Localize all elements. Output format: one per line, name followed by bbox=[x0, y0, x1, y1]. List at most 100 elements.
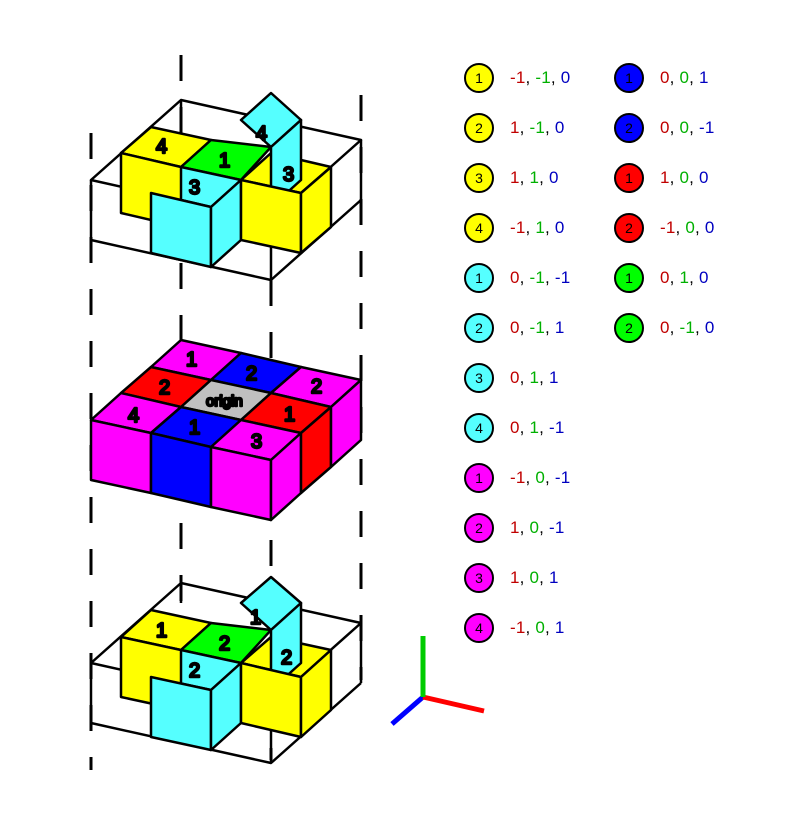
coord-x: -1 bbox=[660, 218, 676, 237]
legend-badge: 3 bbox=[464, 563, 494, 593]
coord-z: -1 bbox=[549, 518, 565, 537]
z-axis-line bbox=[390, 695, 425, 726]
bot-yellow-right-front bbox=[239, 661, 303, 739]
coord-x: 0 bbox=[660, 118, 670, 137]
mid-label-front-right: 1 bbox=[284, 404, 295, 426]
coord-z: 1 bbox=[554, 318, 565, 337]
mid-side-magenta-back bbox=[329, 378, 363, 469]
legend-badge: 1 bbox=[464, 463, 494, 493]
legend-item-green-2: 2 0, -1, 0 bbox=[614, 303, 715, 353]
legend-item-cyan-3: 3 0, 1, 1 bbox=[464, 353, 570, 403]
mid-front-blue bbox=[149, 431, 213, 509]
legend-badge: 2 bbox=[614, 213, 644, 243]
legend-item-magenta-3: 3 1, 0, 1 bbox=[464, 553, 570, 603]
coord-z: 0 bbox=[699, 168, 709, 187]
legend-item-red-2: 2 -1, 0, 0 bbox=[614, 203, 715, 253]
legend-badge: 3 bbox=[464, 163, 494, 193]
top-label-front-left: 3 bbox=[189, 177, 200, 199]
coord-y: 0 bbox=[529, 568, 540, 587]
coord-x: 0 bbox=[660, 68, 670, 87]
top-label-back-left: 4 bbox=[156, 136, 167, 158]
legend-coordinates: 1, 1, 0 bbox=[510, 168, 559, 187]
bot-label-front-right: 2 bbox=[281, 647, 292, 669]
coord-x: -1 bbox=[510, 68, 526, 87]
legend-column-2: 1 0, 0, 1 2 0, 0, -1 1 1, 0, 0 2 -1, 0, … bbox=[614, 53, 715, 353]
coord-z: 1 bbox=[699, 68, 709, 87]
legend-column-1: 1 -1, -1, 0 2 1, -1, 0 3 1, 1, 0 4 -1, 1… bbox=[464, 53, 570, 653]
bot-label-back-right: 1 bbox=[250, 607, 261, 629]
coord-y: -1 bbox=[535, 68, 551, 87]
legend-item-cyan-2: 2 0, -1, 1 bbox=[464, 303, 570, 353]
legend-item-magenta-1: 1 -1, 0, -1 bbox=[464, 453, 570, 503]
legend-coordinates: -1, 0, 1 bbox=[510, 618, 565, 637]
legend-item-magenta-2: 2 1, 0, -1 bbox=[464, 503, 570, 553]
coord-y: 0 bbox=[679, 118, 690, 137]
legend-coordinates: 0, 0, -1 bbox=[660, 118, 715, 137]
legend-coordinates: 0, 1, 0 bbox=[660, 268, 709, 287]
coord-y: 0 bbox=[529, 518, 540, 537]
legend-coordinates: 1, 0, -1 bbox=[510, 518, 565, 537]
legend-badge: 2 bbox=[464, 113, 494, 143]
legend-badge: 1 bbox=[614, 163, 644, 193]
coord-z: 0 bbox=[704, 318, 715, 337]
coord-x: 1 bbox=[660, 168, 670, 187]
mid-label-front-left: 4 bbox=[128, 405, 139, 427]
coord-z: -1 bbox=[699, 118, 715, 137]
legend-coordinates: -1, 0, 0 bbox=[660, 218, 715, 237]
coord-x: 1 bbox=[510, 168, 520, 187]
coord-x: 0 bbox=[510, 418, 520, 437]
mid-label-right-far: 2 bbox=[311, 376, 322, 398]
axes-gizmo bbox=[390, 636, 485, 726]
top-yellow-right-front bbox=[239, 178, 303, 255]
coord-z: 1 bbox=[549, 368, 559, 387]
coord-z: 0 bbox=[549, 168, 559, 187]
legend-item-cyan-1: 1 0, -1, -1 bbox=[464, 253, 570, 303]
coord-y: 0 bbox=[535, 468, 546, 487]
mid-label-front-bottom: 3 bbox=[251, 431, 262, 453]
legend-badge: 4 bbox=[464, 413, 494, 443]
x-axis-line bbox=[422, 694, 485, 714]
legend-coordinates: 1, 0, 1 bbox=[510, 568, 559, 587]
coord-y: 1 bbox=[535, 218, 546, 237]
top-yellow-right-side bbox=[299, 165, 333, 255]
coord-y: -1 bbox=[529, 118, 546, 137]
legend-item-magenta-4: 4 -1, 0, 1 bbox=[464, 603, 570, 653]
coord-y: 0 bbox=[679, 168, 690, 187]
coord-z: -1 bbox=[554, 468, 571, 487]
coord-y: 0 bbox=[535, 618, 546, 637]
coord-y: 1 bbox=[529, 418, 540, 437]
legend-badge: 2 bbox=[464, 313, 494, 343]
mid-label-left-back: 2 bbox=[159, 377, 170, 399]
top-label-front-right: 3 bbox=[283, 164, 294, 186]
coord-z: 0 bbox=[554, 118, 565, 137]
top-layer: 4 4 1 3 3 bbox=[89, 91, 363, 282]
bot-cyan-front-face bbox=[149, 675, 213, 752]
top-label-back-right: 4 bbox=[256, 123, 267, 145]
legend-item-yellow-3: 3 1, 1, 0 bbox=[464, 153, 570, 203]
coord-y: 0 bbox=[685, 218, 696, 237]
top-label-center: 1 bbox=[219, 150, 230, 172]
coord-z: 0 bbox=[560, 68, 571, 87]
legend-coordinates: 0, -1, 0 bbox=[660, 318, 715, 337]
legend-coordinates: -1, 1, 0 bbox=[510, 218, 565, 237]
legend-item-cyan-4: 4 0, 1, -1 bbox=[464, 403, 570, 453]
legend-badge: 2 bbox=[614, 113, 644, 143]
legend-badge: 1 bbox=[464, 63, 494, 93]
coord-x: 1 bbox=[510, 568, 520, 587]
mid-label-front: 1 bbox=[189, 417, 200, 439]
legend-coordinates: 0, 0, 1 bbox=[660, 68, 709, 87]
coord-y: 1 bbox=[679, 268, 690, 287]
coord-z: 0 bbox=[699, 268, 709, 287]
legend-badge: 1 bbox=[464, 263, 494, 293]
legend-item-red-1: 1 1, 0, 0 bbox=[614, 153, 715, 203]
coord-y: 0 bbox=[679, 68, 690, 87]
coord-y: -1 bbox=[679, 318, 696, 337]
legend-coordinates: 0, -1, -1 bbox=[510, 268, 571, 287]
coord-x: 0 bbox=[660, 268, 670, 287]
coord-x: 1 bbox=[510, 518, 520, 537]
legend-item-yellow-4: 4 -1, 1, 0 bbox=[464, 203, 570, 253]
legend-badge: 4 bbox=[464, 213, 494, 243]
coord-x: -1 bbox=[510, 218, 526, 237]
mid-label-back: 1 bbox=[186, 349, 197, 371]
